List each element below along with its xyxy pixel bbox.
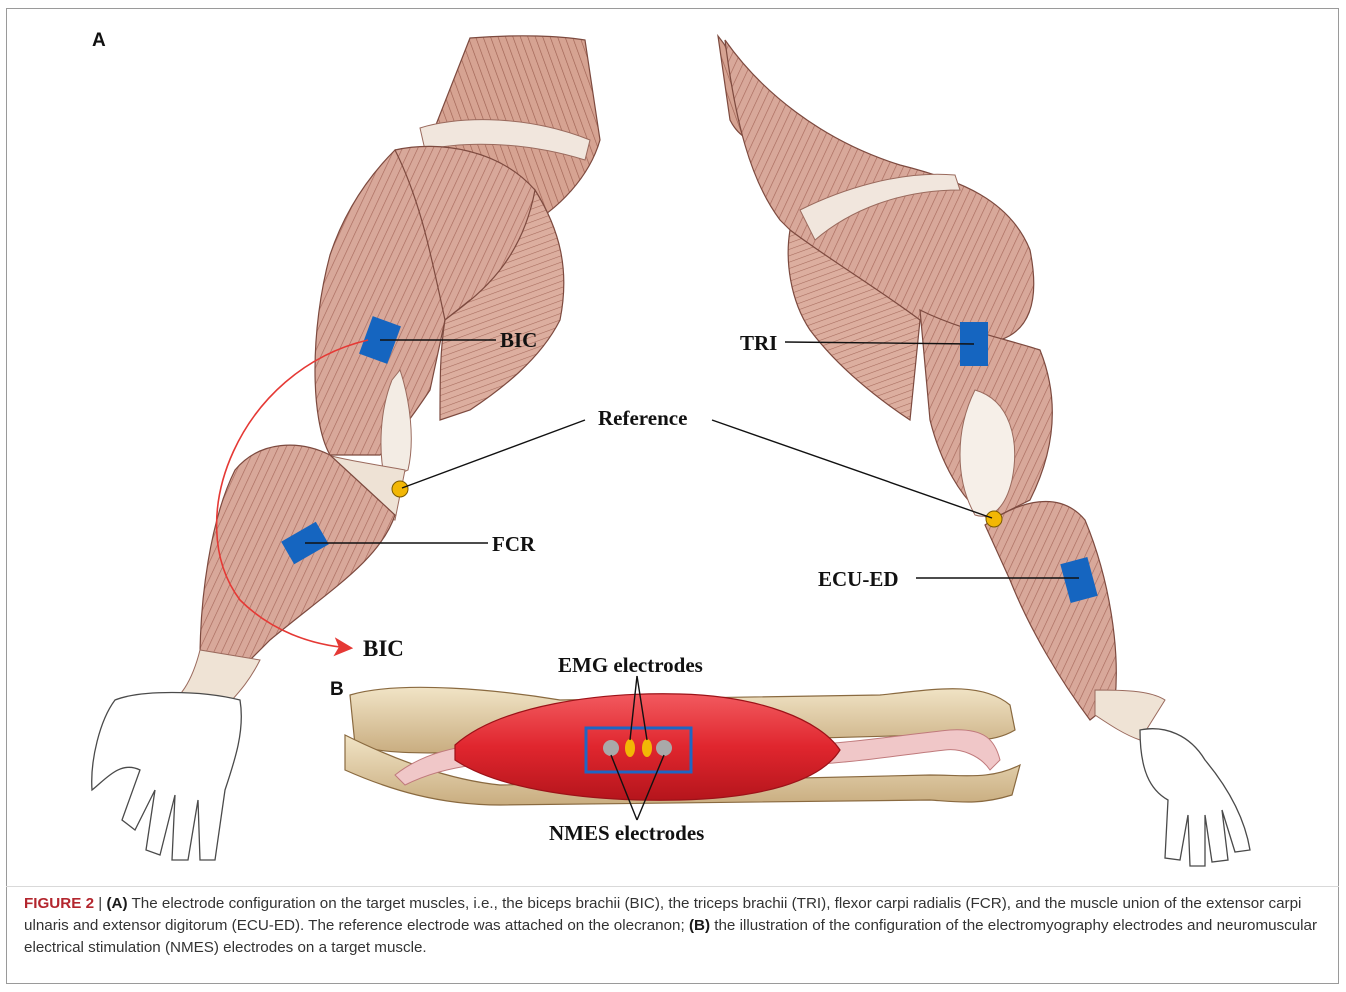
label-reference: Reference <box>598 406 687 431</box>
label-bic-callout: BIC <box>363 636 404 662</box>
caption-separator: | <box>94 895 106 912</box>
caption-tag-b: (B) <box>689 917 710 934</box>
label-bic: BIC <box>500 328 537 353</box>
label-tri: TRI <box>740 331 777 356</box>
label-fcr: FCR <box>492 532 535 557</box>
caption-tag-a: (A) <box>106 895 127 912</box>
panel-label-a: A <box>92 30 106 52</box>
anatomy-illustration <box>0 0 1346 880</box>
figure-caption: FIGURE 2 | (A) The electrode configurati… <box>24 893 1324 959</box>
reference-electrode-left <box>392 481 408 497</box>
caption-figure-number: FIGURE 2 <box>24 895 94 912</box>
reference-electrode-right <box>986 511 1002 527</box>
muscle-illustration <box>345 687 1020 805</box>
label-emg-electrodes: EMG electrodes <box>558 653 703 678</box>
caption-divider <box>6 886 1339 887</box>
label-nmes-electrodes: NMES electrodes <box>549 821 704 846</box>
panel-label-b: B <box>330 679 344 701</box>
label-ecu-ed: ECU-ED <box>818 567 899 592</box>
